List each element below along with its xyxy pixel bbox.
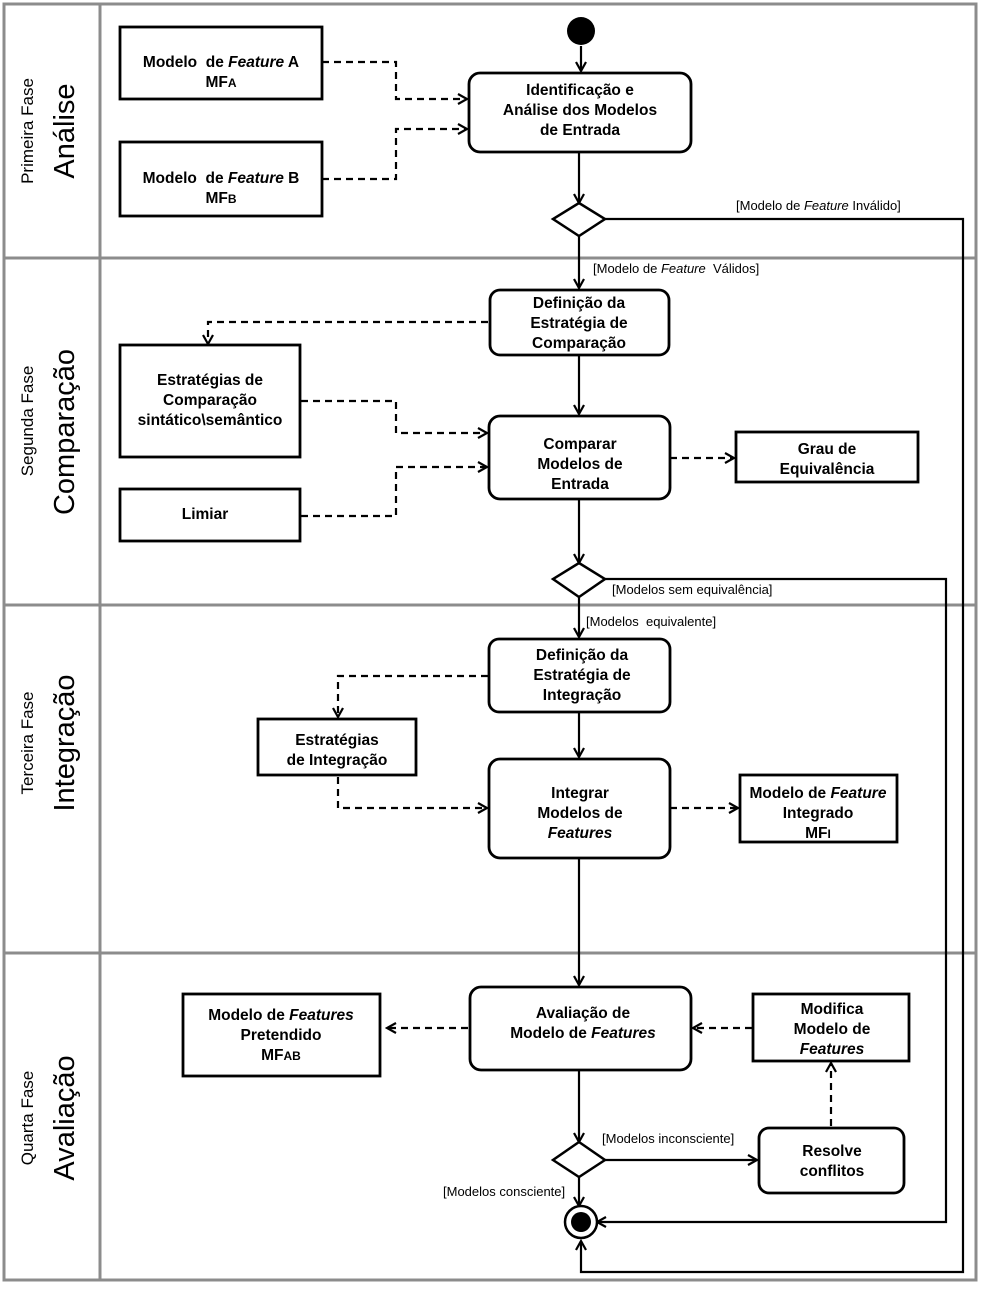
svg-text:Modelos de: Modelos de [537,456,623,473]
guard-invalid: [Modelo de Feature Inválido] [736,198,901,213]
svg-text:Modelo de: Modelo de [794,1021,871,1038]
svg-text:Estratégias: Estratégias [295,732,379,749]
svg-text:Features: Features [800,1041,865,1058]
object-model-a: Modelo de Feature A MFA [118,25,324,101]
action-define-comparison: Definição da Estratégia de Comparação [488,288,671,357]
lane-phase1-title: Análise [49,83,81,178]
action-integrate: Integrar Modelos de Features [487,757,672,860]
objflow-strategies-to-integrate [336,777,487,808]
svg-text:Estratégia de: Estratégia de [530,315,628,332]
lane-phase4-sub: Quarta Fase [18,1071,37,1166]
object-intended-model: Modelo de Features Pretendido MFAB [181,992,382,1078]
svg-text:Modelo de Feature: Modelo de Feature [750,785,887,802]
decision-equivalence [550,561,608,599]
svg-text:Modelos de: Modelos de [537,805,623,822]
svg-text:Modelo de Feature B: Modelo de Feature B [143,170,300,187]
lane-phase3-sub: Terceira Fase [18,692,37,795]
lane-phase2: Segunda Fase Comparação [18,349,81,515]
action-resolve-conflicts: Resolve conflitos [757,1126,906,1195]
lane-phase2-title: Comparação [49,349,81,515]
svg-text:Grau de: Grau de [798,441,857,458]
action-define-integration: Definição da Estratégia de Integração [487,637,672,714]
guard-inconsistent: [Modelos inconsciente] [602,1131,734,1146]
svg-text:Features: Features [548,825,613,842]
svg-text:Pretendido: Pretendido [241,1027,322,1044]
svg-text:Definição da: Definição da [533,295,626,312]
lane-phase3: Terceira Fase Integração [18,674,81,811]
objflow-modela-to-identify [322,60,467,99]
svg-text:conflitos: conflitos [800,1163,865,1180]
flow-invalid-to-end [581,217,965,1274]
objflow-defcompare-to-strategies [208,320,488,344]
svg-text:Comparação: Comparação [532,335,626,352]
svg-text:MFI: MFI [805,825,831,842]
guard-valid: [Modelo de Feature Válidos] [593,261,759,276]
object-model-b: Modelo de Feature B MFB [118,140,324,218]
object-integration-strategies: Estratégias de Integração [256,717,418,777]
lane-phase3-title: Integração [49,674,81,811]
svg-text:Comparação: Comparação [163,392,257,409]
lane-phase2-sub: Segunda Fase [18,366,37,477]
object-equivalence-degree: Grau de Equivalência [734,430,920,484]
final-node [563,1204,599,1240]
lane-phase4: Quarta Fase Avaliação [18,1055,81,1180]
control-flows [579,46,965,1274]
object-flows [208,60,831,1126]
object-threshold: Limiar [118,487,302,543]
svg-text:Identificação e: Identificação e [526,82,634,99]
decision-consistency [550,1140,608,1179]
objflow-defintegration-to-strategies [338,674,488,717]
action-evaluate: Avaliação de Modelo de Features [468,985,693,1072]
svg-text:Modelo de Features: Modelo de Features [208,1007,354,1024]
lane-phase1-sub: Primeira Fase [18,78,37,184]
svg-text:Análise dos Modelos: Análise dos Modelos [503,102,657,119]
svg-text:Resolve: Resolve [802,1143,862,1160]
svg-text:MFB: MFB [205,190,236,207]
lane-phase4-title: Avaliação [49,1055,81,1180]
svg-text:Modifica: Modifica [801,1001,864,1018]
svg-text:Estratégia de: Estratégia de [533,667,631,684]
svg-text:Estratégias de: Estratégias de [157,372,263,389]
decision-valid [550,201,608,238]
svg-text:de Entrada: de Entrada [540,122,620,139]
objflow-modelb-to-identify [322,129,467,181]
svg-text:MFA: MFA [205,74,236,91]
lane-phase1: Primeira Fase Análise [18,78,81,184]
guard-no-equivalence: [Modelos sem equivalência] [612,582,772,597]
svg-text:Limiar: Limiar [182,506,229,523]
svg-text:Integrado: Integrado [783,805,854,822]
svg-text:Comparar: Comparar [543,436,616,453]
svg-text:Avaliação de: Avaliação de [536,1005,631,1022]
flow-noequiv-to-end [597,577,948,1222]
object-compare-strategies: Estratégias de Comparação sintático\semâ… [118,343,302,459]
svg-text:de Integração: de Integração [287,752,388,769]
guard-consistent: [Modelos consciente] [443,1184,565,1199]
svg-text:sintático\semântico: sintático\semântico [138,412,283,429]
objflow-threshold-to-compare [301,467,487,518]
action-compare: Comparar Modelos de Entrada [487,414,672,501]
svg-text:MFAB: MFAB [261,1047,301,1064]
svg-text:Definição da: Definição da [536,647,629,664]
objflow-strategies-to-compare [301,399,487,433]
svg-text:Entrada: Entrada [551,476,609,493]
guard-equivalent: [Modelos equivalente] [586,614,716,629]
initial-node [567,17,595,45]
action-identify: Identificação e Análise dos Modelos de E… [467,71,693,154]
object-modify-model: Modifica Modelo de Features [751,992,911,1063]
svg-text:Modelo de Feature A: Modelo de Feature A [143,54,299,71]
svg-text:Integrar: Integrar [551,785,609,802]
object-integrated-model: Modelo de Feature Integrado MFI [738,773,899,844]
svg-text:Modelo de Features: Modelo de Features [510,1025,656,1042]
svg-text:Integração: Integração [543,687,621,704]
svg-text:Equivalência: Equivalência [780,461,875,478]
